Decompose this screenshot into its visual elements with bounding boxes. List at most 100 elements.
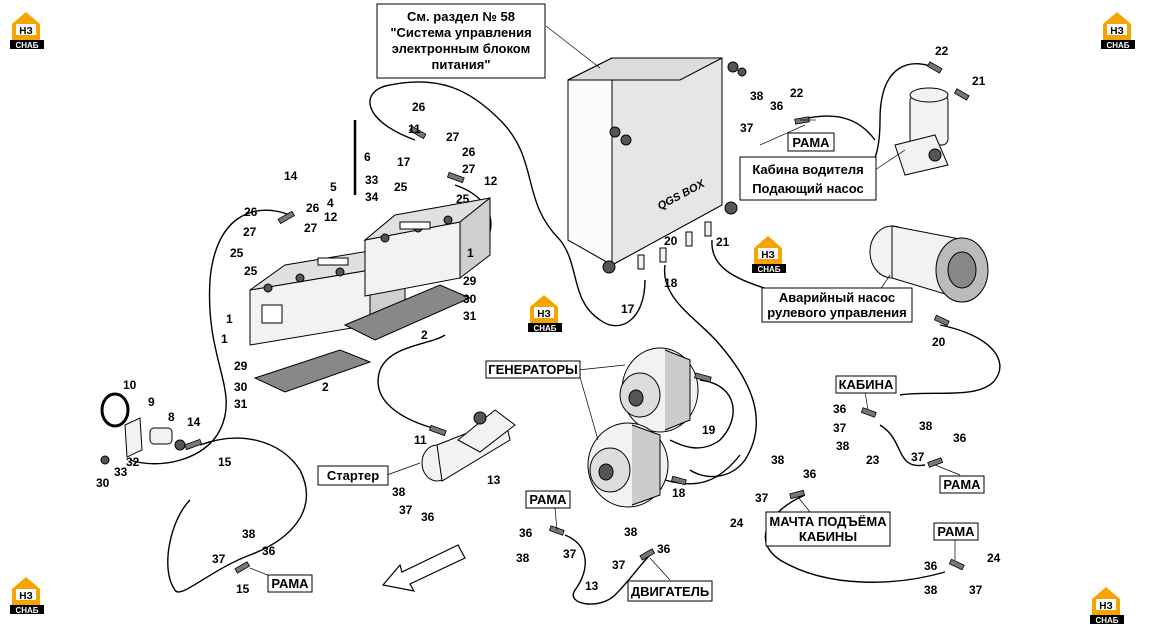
part-number: 21 [716,235,730,249]
part-number: 22 [935,44,949,58]
callout-frame-bottom-left: РАМА [267,574,313,593]
part-number: 37 [833,421,847,435]
part-number: 27 [243,225,257,239]
part-number: 8 [168,410,175,424]
part-number: 27 [304,221,318,235]
svg-text:РАМА: РАМА [937,524,975,539]
part-number: 22 [790,86,804,100]
part-number: 13 [585,579,599,593]
part-number: 1 [226,312,233,326]
part-number: 20 [664,234,678,248]
part-number: 36 [421,510,435,524]
part-number: 17 [397,155,411,169]
part-number: 38 [924,583,938,597]
callout-mast: МАЧТА ПОДЪЁМА КАБИНЫ [765,511,891,547]
terminal-lugs [184,61,970,574]
part-number: 36 [519,526,533,540]
part-number: 17 [621,302,635,316]
callout-emergency-pump: Аварийный насос рулевого управления [761,287,913,323]
callout-generators: ГЕНЕРАТОРЫ [485,360,581,379]
part-number: 13 [487,473,501,487]
part-number: 33 [365,173,379,187]
svg-text:Аварийный насос: Аварийный насос [779,290,895,305]
part-number: 14 [284,169,298,183]
part-number: 37 [911,450,925,464]
part-number: 24 [987,551,1001,565]
part-number: 38 [242,527,256,541]
battery-mat-lower [253,349,372,393]
part-number: 31 [234,397,248,411]
part-number: 30 [234,380,248,394]
part-number: 38 [516,551,530,565]
callout-starter: Стартер [317,465,389,486]
part-number: 4 [327,196,334,210]
part-number: 37 [740,121,754,135]
svg-text:НЗ: НЗ [761,250,775,261]
callout-frame-center: РАМА [525,490,571,509]
svg-text:РАМА: РАМА [529,492,567,507]
part-number: 36 [262,544,276,558]
svg-text:"Система управления: "Система управления [390,25,531,40]
callout-driver-cab: Кабина водителя Подающий насос [739,156,877,201]
callout-engine: ДВИГАТЕЛЬ [627,580,713,602]
part-number: 26 [412,100,426,114]
part-number: 6 [364,150,371,164]
part-number: 36 [953,431,967,445]
part-number: 26 [244,205,258,219]
svg-text:рулевого управления: рулевого управления [767,305,907,320]
part-number: 36 [803,467,817,481]
svg-text:СНАБ: СНАБ [15,606,38,615]
svg-text:питания": питания" [431,57,490,72]
part-number: 34 [365,190,379,204]
part-number: 1 [467,246,474,260]
svg-text:электронным блоком: электронным блоком [392,41,530,56]
part-number: 27 [462,162,476,176]
part-number: 18 [672,486,686,500]
ground-switch [100,392,186,465]
direction-arrow [381,544,466,592]
svg-text:СНАБ: СНАБ [757,265,780,274]
part-number: 25 [230,246,244,260]
part-number: 25 [394,180,408,194]
part-number: 19 [702,423,716,437]
part-number: 21 [972,74,986,88]
part-number: 18 [664,276,678,290]
part-number: 36 [833,402,847,416]
svg-text:Кабина водителя: Кабина водителя [752,162,863,177]
svg-text:См. раздел № 58: См. раздел № 58 [407,9,515,24]
callout-frame-top: РАМА [787,132,835,152]
part-number: 37 [612,558,626,572]
part-number: 9 [148,395,155,409]
part-number: 37 [563,547,577,561]
part-number: 10 [123,378,137,392]
part-number: 37 [212,552,226,566]
callout-cab: КАБИНА [835,375,897,394]
logo-top-right: НЗ СНАБ [1101,12,1135,50]
part-number: 24 [730,516,744,530]
part-number: 15 [236,582,250,596]
part-number: 37 [399,503,413,517]
part-number: 26 [306,201,320,215]
part-number: 23 [866,453,880,467]
svg-text:ГЕНЕРАТОРЫ: ГЕНЕРАТОРЫ [488,362,578,377]
leader-lines [249,25,961,581]
part-number: 38 [919,419,933,433]
svg-text:КАБИНА: КАБИНА [839,377,894,392]
svg-text:НЗ: НЗ [1110,26,1124,37]
part-number: 38 [836,439,850,453]
svg-text:РАМА: РАМА [792,135,830,150]
part-number: 29 [463,274,477,288]
part-number: 36 [770,99,784,113]
logo-center-left: НЗ СНАБ [528,295,562,333]
part-number: 2 [421,328,428,342]
svg-text:СНАБ: СНАБ [15,41,38,50]
svg-text:ДВИГАТЕЛЬ: ДВИГАТЕЛЬ [631,584,709,599]
callout-frame-cab: РАМА [939,475,985,494]
part-number: 5 [330,180,337,194]
part-number: 1 [221,332,228,346]
svg-text:РАМА: РАМА [943,477,981,492]
part-number: 14 [187,415,201,429]
part-number: 27 [446,130,460,144]
feed-pump [894,87,949,176]
